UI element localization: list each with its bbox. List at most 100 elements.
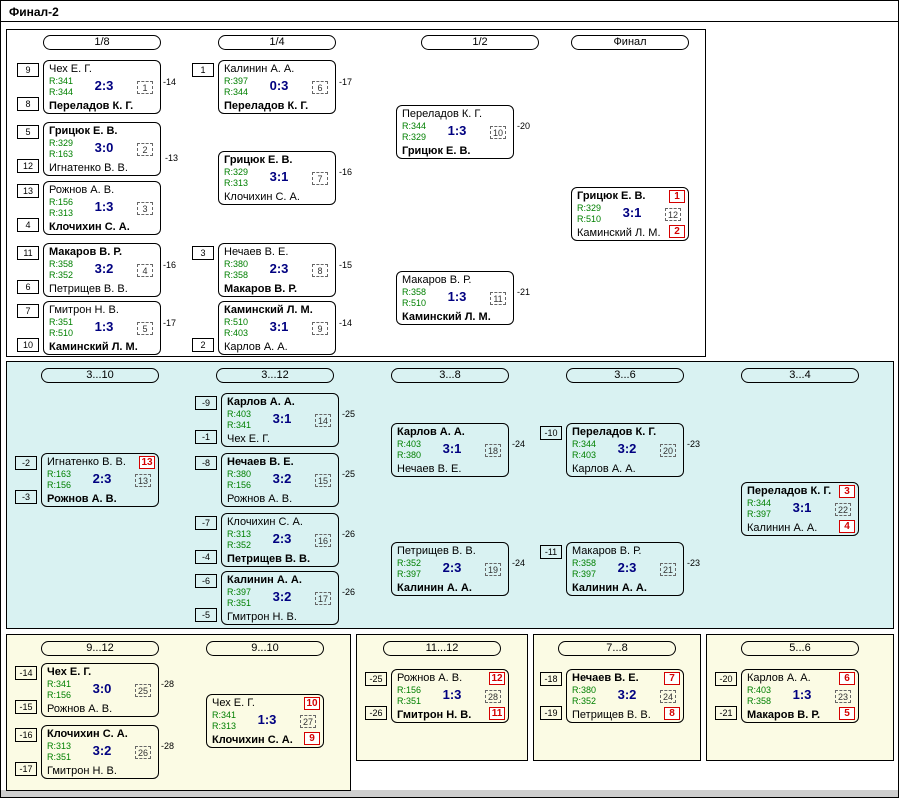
player-bottom-name: Гмитрон Н. В.: [227, 611, 297, 623]
match-score: 3:1: [622, 205, 642, 220]
match-number: 13: [135, 474, 151, 487]
player-bottom-rating: R:329: [402, 132, 427, 142]
match-score: 1:3: [447, 123, 467, 138]
player-top-name: Клочихин С. А.: [47, 728, 128, 740]
player-bottom-name: Калинин А. А.: [397, 582, 472, 594]
player-top-rating: R:329: [224, 167, 249, 177]
player-top-name: Грицюк Е. В.: [49, 125, 118, 137]
player-bottom-rating: R:403: [572, 450, 597, 460]
seed-label: 1: [192, 63, 214, 77]
match-number: 21: [660, 563, 676, 576]
player-bottom-rating: R:358: [747, 696, 772, 706]
match-score: 3:2: [617, 441, 637, 456]
player-bottom-name: Карлов А. А.: [572, 463, 636, 475]
player-bottom-name: Петрищев В. В.: [572, 709, 651, 721]
player-bottom-name: Переладов К. Г.: [224, 100, 309, 112]
match-number: 8: [312, 264, 328, 277]
player-bottom-name: Макаров В. Р.: [747, 709, 821, 721]
match-number: 18: [485, 444, 501, 457]
seed-label: -8: [195, 456, 217, 470]
place-badge: 3: [839, 485, 855, 498]
loser-destination-label: -23: [687, 558, 701, 568]
player-top-name: Петрищев В. В.: [397, 545, 476, 557]
seed-label: 12: [17, 159, 39, 173]
player-top-name: Чех Е. Г.: [49, 63, 92, 75]
loser-destination-label: -15: [339, 260, 353, 270]
player-bottom-rating: R:352: [227, 540, 252, 550]
match-number: 4: [137, 264, 153, 277]
window-title: Финал-2: [1, 1, 898, 22]
loser-destination-label: -21: [517, 287, 531, 297]
loser-destination-label: -17: [339, 77, 353, 87]
place-badge: 7: [664, 672, 680, 685]
player-bottom-name: Карлов А. А.: [224, 341, 288, 353]
player-bottom-name: Чех Е. Г.: [227, 433, 270, 445]
round-header-7---8: 7...8: [558, 641, 676, 656]
seed-label: -15: [15, 700, 37, 714]
match-number: 5: [137, 322, 153, 335]
player-bottom-name: Петрищев В. В.: [49, 283, 128, 295]
match-score: 1:3: [442, 687, 462, 702]
player-top-name: Чех Е. Г.: [47, 666, 92, 678]
player-bottom-rating: R:344: [224, 87, 249, 97]
horizontal-scrollbar[interactable]: [1, 790, 898, 797]
match-number: 10: [490, 126, 506, 139]
loser-destination-label: -28: [161, 679, 175, 689]
seed-label: -20: [715, 672, 737, 686]
player-bottom-rating: R:344: [49, 87, 74, 97]
seed-label: -25: [365, 672, 387, 686]
loser-destination-label: -25: [342, 469, 356, 479]
seed-label: 5: [17, 125, 39, 139]
round-header-9---10: 9...10: [206, 641, 324, 656]
player-bottom-name: Рожнов А. В.: [47, 703, 113, 715]
player-bottom-rating: R:156: [47, 690, 72, 700]
match-number: 17: [315, 592, 331, 605]
player-top-rating: R:380: [572, 685, 597, 695]
match-score: 1:3: [94, 319, 114, 334]
player-top-rating: R:344: [747, 498, 772, 508]
round-header-11---12: 11...12: [383, 641, 501, 656]
player-bottom-name: Калинин А. А.: [747, 522, 818, 534]
place-badge: 4: [839, 520, 855, 533]
seed-label: -4: [195, 550, 217, 564]
match-score: 3:2: [617, 687, 637, 702]
match-number: 1: [137, 81, 153, 94]
match-number: 9: [312, 322, 328, 335]
loser-destination-label: -14: [339, 318, 353, 328]
player-bottom-rating: R:510: [402, 298, 427, 308]
player-top-name: Грицюк Е. В.: [224, 154, 293, 166]
loser-destination-label: -24: [512, 439, 526, 449]
match-score: 3:1: [269, 319, 289, 334]
seed-label: -19: [540, 706, 562, 720]
player-top-name: Грицюк Е. В.: [577, 190, 646, 202]
seed-label: 10: [17, 338, 39, 352]
